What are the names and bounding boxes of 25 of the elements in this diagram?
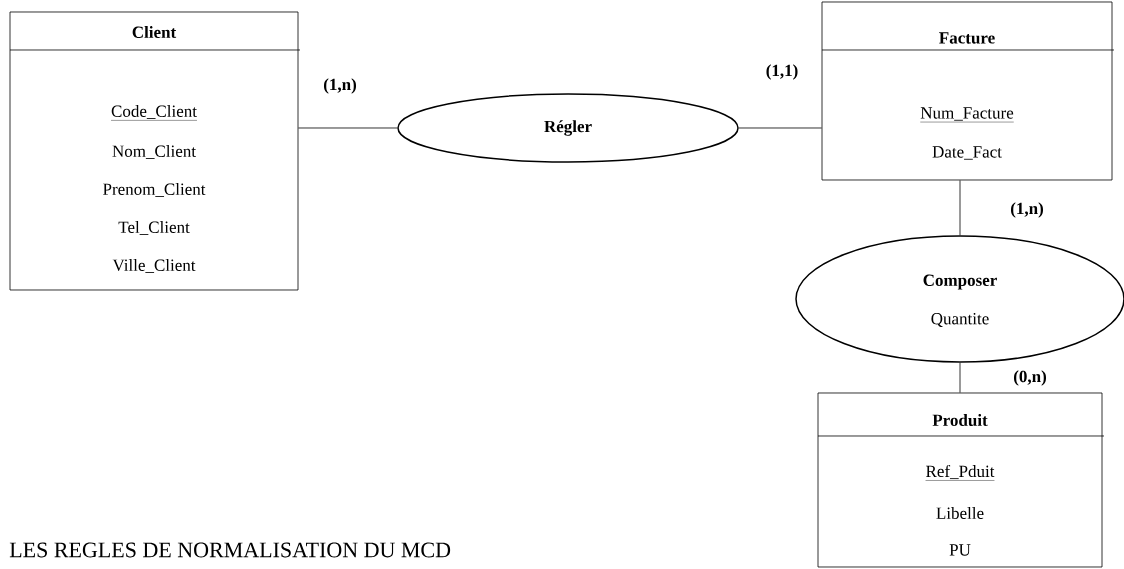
connector-line: [959, 180, 961, 236]
cardinality-label: (1,n): [322, 77, 358, 95]
attribute-text: Nom_Client: [112, 145, 196, 159]
attribute-text: Tel_Client: [118, 221, 190, 235]
key-attribute: Ref_Pduit: [925, 464, 995, 481]
relationship-name: Composer: [923, 274, 997, 290]
section-heading: LES REGLES DE NORMALISATION DU MCD: [9, 542, 451, 558]
entity-name: Facture: [939, 32, 995, 44]
attribute-text: Libelle: [936, 507, 984, 519]
attribute-text: Quantite: [931, 313, 989, 327]
entity-name: Client: [132, 26, 177, 38]
attribute-text: Date_Fact: [932, 146, 1002, 160]
attribute-text: PU: [949, 544, 971, 556]
connector-line: [959, 362, 961, 393]
connector-line: [738, 127, 822, 129]
entity-name: Produit: [932, 414, 988, 426]
key-attribute: Code_Client: [110, 105, 198, 121]
attribute-text: Prenom_Client: [103, 183, 206, 197]
cardinality-label: (1,1): [764, 63, 800, 81]
connector-line: [298, 127, 398, 129]
attribute-text: Ville_Client: [112, 259, 196, 273]
relationship-name: Régler: [544, 120, 592, 136]
cardinality-label: (0,n): [1012, 369, 1048, 387]
cardinality-label: (1,n): [1009, 201, 1045, 219]
key-attribute: Num_Facture: [920, 107, 1014, 123]
